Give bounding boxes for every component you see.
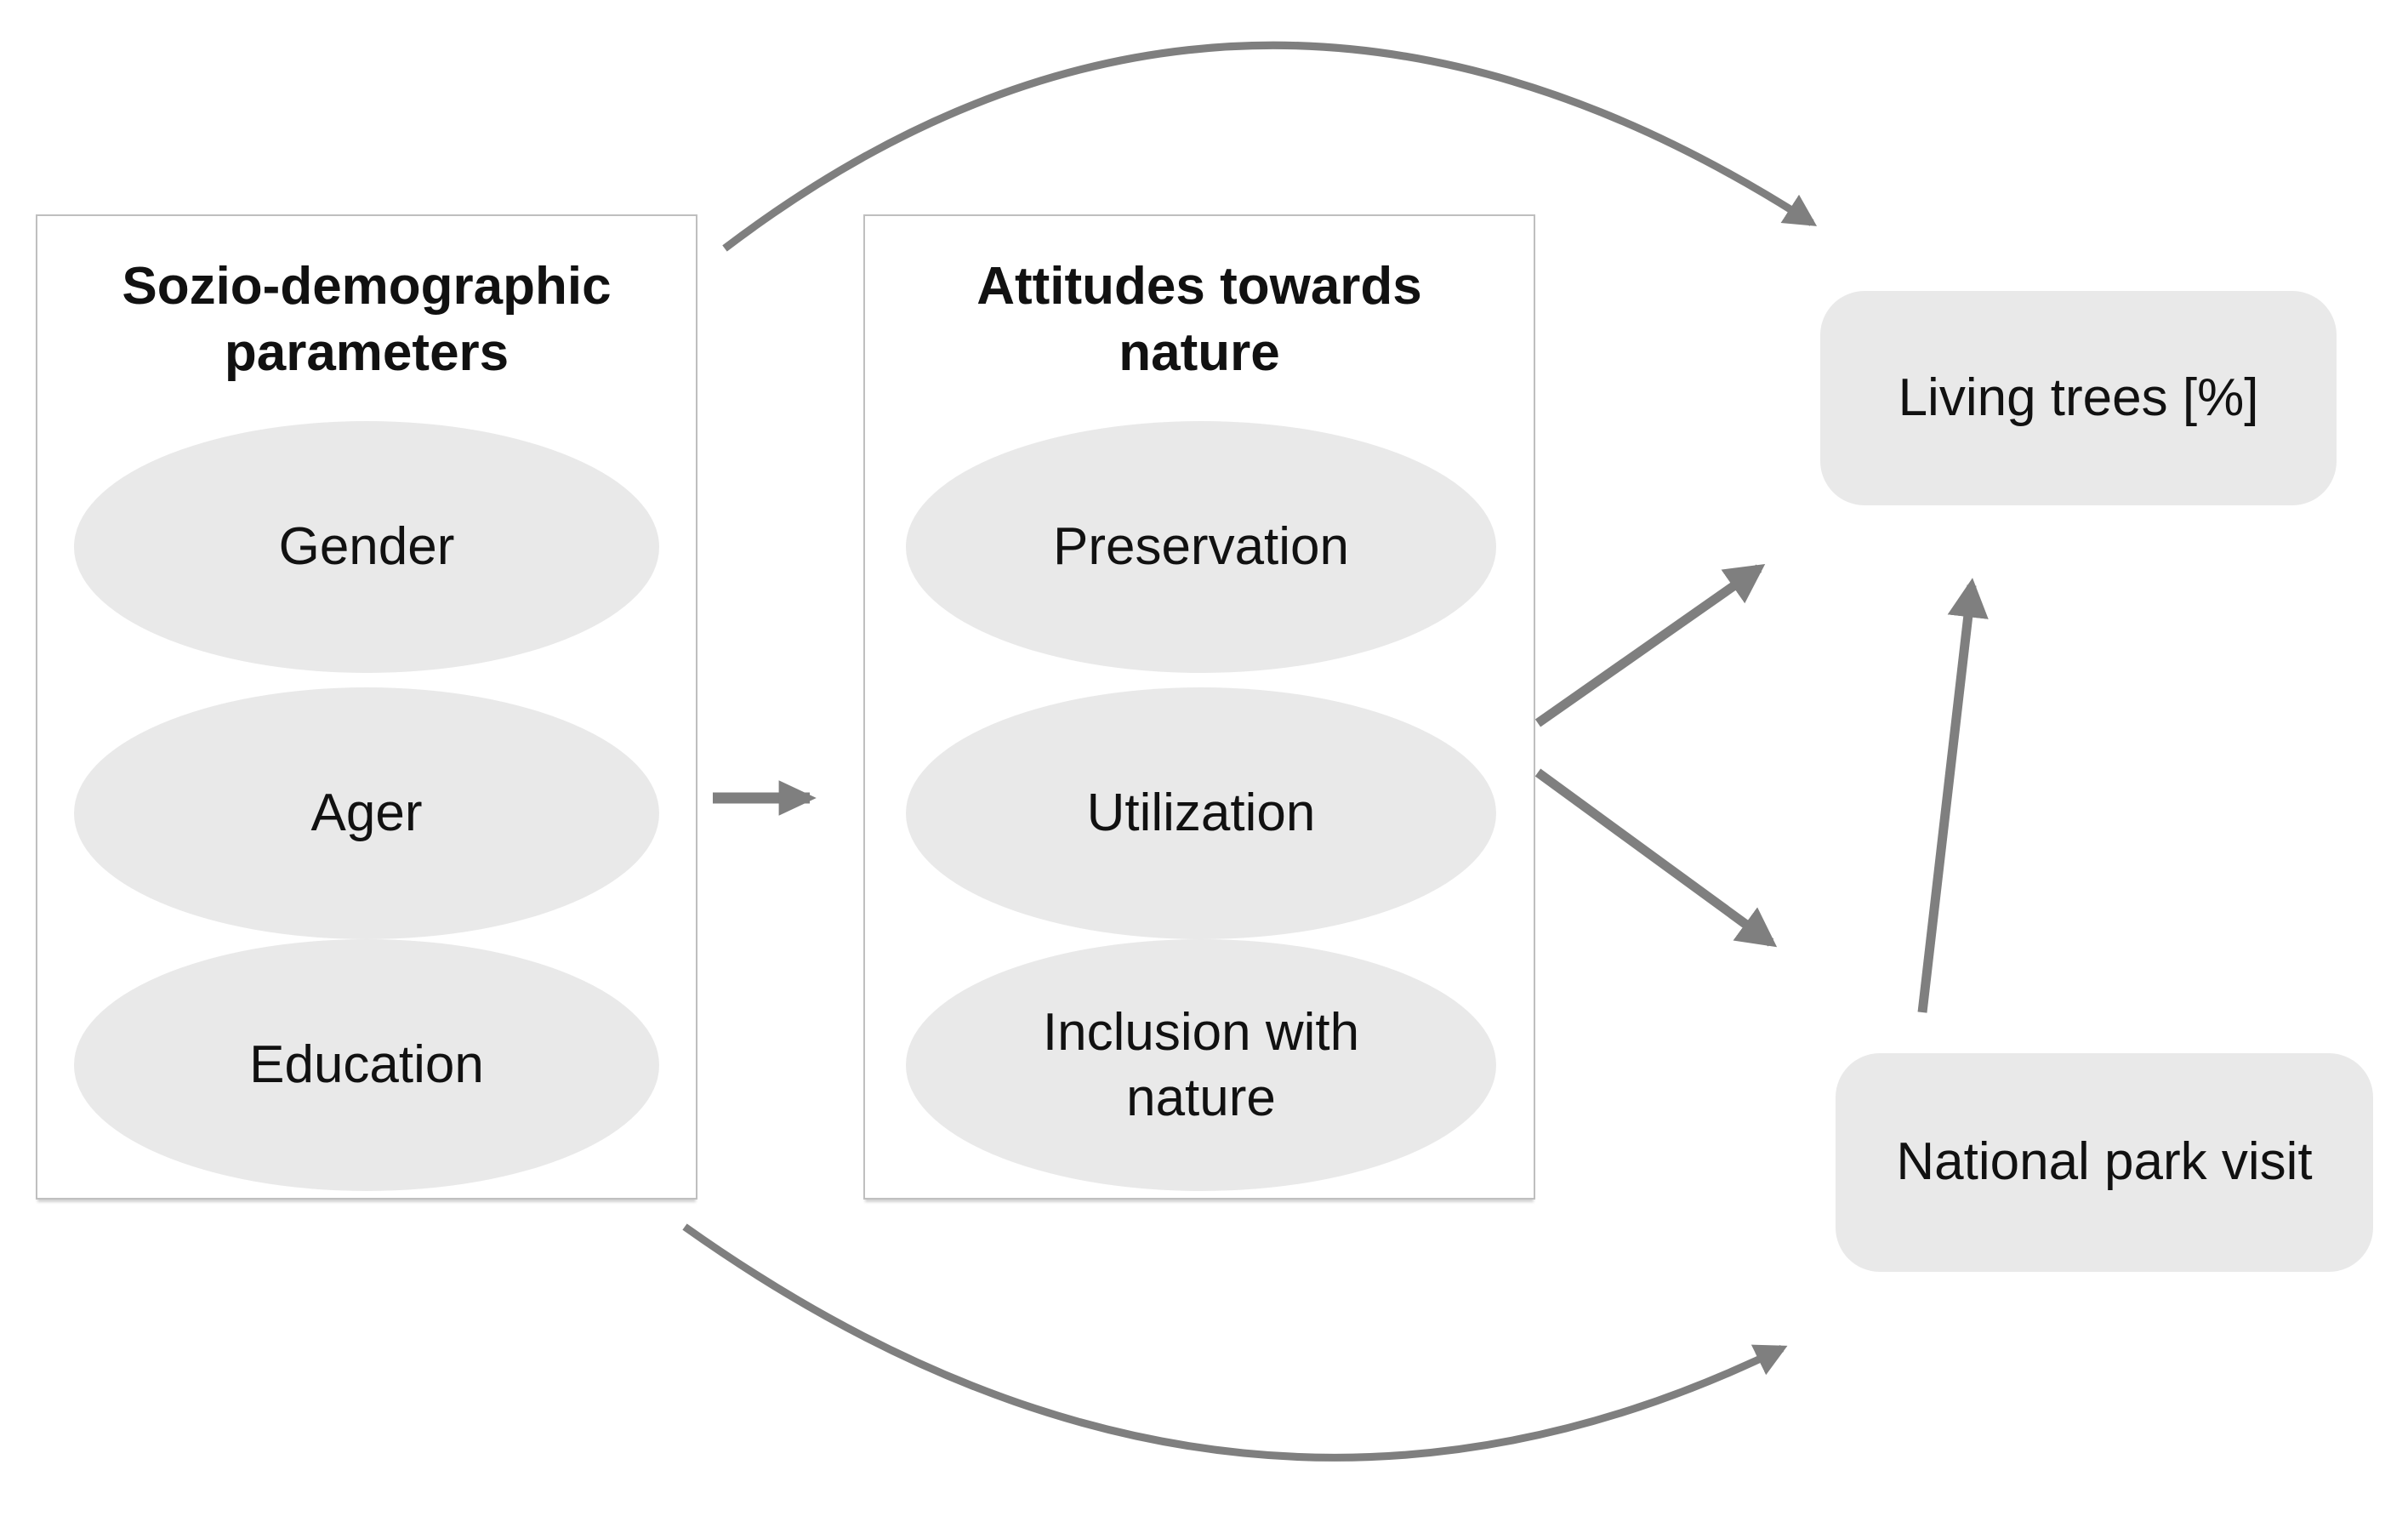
node-living-trees-label: Living trees [%] bbox=[1898, 368, 2259, 427]
attitudes-box-title: Attitudes towards nature bbox=[865, 254, 1534, 385]
sociodemographic-box-title: Sozio-demographic parameters bbox=[37, 254, 696, 385]
node-gender: Gender bbox=[74, 421, 659, 673]
node-education: Education bbox=[74, 939, 659, 1191]
arrow-sociodemographic-to-living-trees bbox=[722, 41, 1818, 252]
node-inclusion-with-nature-label: Inclusion with nature bbox=[1042, 1002, 1360, 1128]
attitudes-box: Attitudes towards nature Preservation Ut… bbox=[863, 214, 1535, 1200]
sociodemographic-box-title-text: Sozio-demographic parameters bbox=[122, 257, 612, 382]
arrow-national-park-to-living-trees bbox=[1917, 578, 1989, 1013]
node-education-label: Education bbox=[249, 1035, 484, 1095]
sociodemographic-box: Sozio-demographic parameters Gender Ager… bbox=[36, 214, 697, 1200]
attitudes-box-title-text: Attitudes towards nature bbox=[976, 257, 1422, 382]
arrow-attitudes-to-living-trees bbox=[1534, 563, 1766, 727]
node-ager: Ager bbox=[74, 687, 659, 939]
node-living-trees: Living trees [%] bbox=[1820, 291, 2337, 505]
node-inclusion-with-nature: Inclusion with nature bbox=[906, 939, 1496, 1191]
node-national-park-visit: National park visit bbox=[1836, 1053, 2373, 1272]
node-national-park-visit-label: National park visit bbox=[1896, 1132, 2313, 1192]
node-ager-label: Ager bbox=[310, 784, 423, 843]
arrow-attitudes-to-national-park bbox=[1534, 768, 1778, 948]
node-preservation-label: Preservation bbox=[1052, 517, 1350, 577]
node-utilization: Utilization bbox=[906, 687, 1496, 939]
node-utilization-label: Utilization bbox=[1086, 784, 1316, 843]
node-gender-label: Gender bbox=[278, 517, 455, 577]
node-preservation: Preservation bbox=[906, 421, 1496, 673]
arrow-sociodemographic-to-national-park bbox=[682, 1223, 1788, 1462]
